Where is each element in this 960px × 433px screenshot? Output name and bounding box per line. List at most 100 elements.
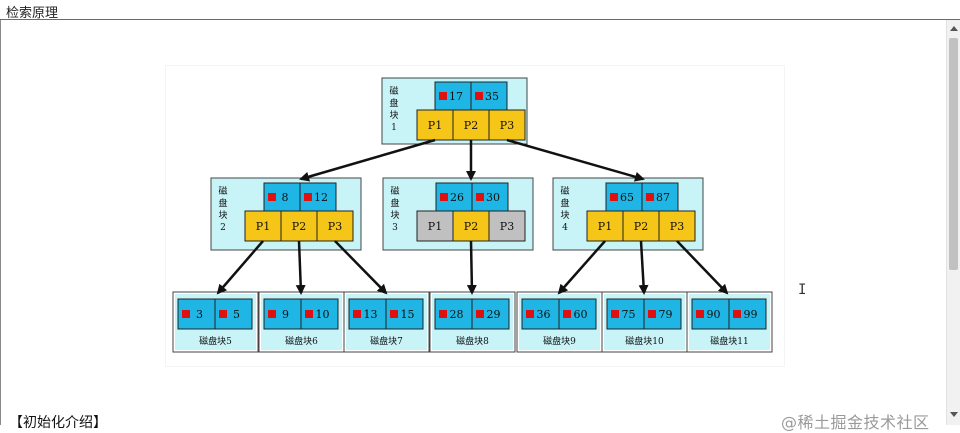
mid1-arrow-2 xyxy=(295,240,306,295)
arrow-down-icon[interactable] xyxy=(950,412,958,417)
root-key-2-marker xyxy=(475,92,483,100)
root-key-2-value: 35 xyxy=(485,90,499,103)
leaf-3-key-1-marker xyxy=(353,310,361,318)
middle-disk-label-3-char: 磁 xyxy=(560,185,569,197)
window-title: 检索原理 xyxy=(6,6,59,21)
section-heading: 【初始化介绍】 xyxy=(9,415,107,431)
leaf-2-key-1 xyxy=(263,298,302,330)
middle-2-pointer-3 xyxy=(488,210,526,242)
vertical-scrollbar[interactable] xyxy=(946,20,960,425)
title-bar: 检索原理 xyxy=(0,0,960,21)
middle-2-pointer-2 xyxy=(452,210,490,242)
middle-3-pointer-1 xyxy=(586,210,624,242)
middle-disk-label-1-char: 磁 xyxy=(218,185,227,197)
leaf-5-key-1 xyxy=(521,298,560,330)
middle-2-pointer-1 xyxy=(416,210,454,242)
mid1-arrow-3 xyxy=(334,240,388,295)
leaf-disk-label-4: 磁盘块8 xyxy=(456,335,489,347)
middle-disk-label-3-char: 4 xyxy=(562,223,568,233)
leaf-6-key-1-marker xyxy=(611,310,619,318)
leaf-disk-label-5: 磁盘块9 xyxy=(543,335,576,347)
middle-3-pointer-1-label: P1 xyxy=(598,220,612,233)
middle-3-pointer-2-label: P2 xyxy=(634,220,648,233)
leaf-5-key-1-value: 36 xyxy=(537,308,551,321)
leaf-6-key-1-value: 75 xyxy=(622,308,636,321)
leaf-4-key-1-value: 28 xyxy=(450,308,464,321)
leaf-1-key-1-value: 3 xyxy=(196,308,203,321)
middle-1-pointer-2-label: P2 xyxy=(292,220,306,233)
leaf-5-key-2 xyxy=(558,298,597,330)
leaf-3-key-2-value: 15 xyxy=(401,308,415,321)
middle-3-pointer-2 xyxy=(622,210,660,242)
middle-disk-label-2-char: 块 xyxy=(390,209,399,221)
mid3-arrow-1 xyxy=(557,240,606,295)
leaf-6-key-2-marker xyxy=(648,310,656,318)
text-cursor-icon: I xyxy=(798,282,807,298)
leaf-4-key-2-marker xyxy=(476,310,484,318)
leaf-1-key-2-marker xyxy=(219,310,227,318)
root-pointer-3-label: P3 xyxy=(500,119,514,132)
middle-3-key-2-marker xyxy=(646,193,654,201)
leaf-4-key-2-value: 29 xyxy=(487,308,501,321)
middle-disk-label-1-char: 块 xyxy=(218,209,227,221)
mid3-arrow-2 xyxy=(638,240,649,295)
leaf-1-key-1-marker xyxy=(182,310,190,318)
leaf-5-key-2-value: 60 xyxy=(574,308,588,321)
leaf-disk-label-2: 磁盘块6 xyxy=(285,335,318,347)
middle-1-key-1-value: 8 xyxy=(282,191,289,204)
root-pointer-2-label: P2 xyxy=(464,119,478,132)
leaf-4-key-1-marker xyxy=(439,310,447,318)
middle-2-pointer-1-label: P1 xyxy=(428,220,442,233)
middle-2-key-2-marker xyxy=(476,193,484,201)
root-disk-label-char: 块 xyxy=(389,109,398,121)
middle-1-key-2-value: 12 xyxy=(314,191,328,204)
leaf-disk-label-1: 磁盘块5 xyxy=(199,335,232,347)
leaf-1-key-2-value: 5 xyxy=(233,308,240,321)
middle-disk-label-1-char: 2 xyxy=(220,223,226,233)
root-disk-label-char: 盘 xyxy=(389,97,398,109)
mid3-arrow-3 xyxy=(676,240,729,295)
middle-2-key-1-value: 26 xyxy=(450,191,464,204)
middle-1-key-1-marker xyxy=(268,193,276,201)
middle-2-key-2-value: 30 xyxy=(486,191,500,204)
leaf-disk-label-3: 磁盘块7 xyxy=(370,335,403,347)
root-disk-label-char: 磁 xyxy=(389,85,398,97)
root-pointer-1-label: P1 xyxy=(428,119,442,132)
middle-2-pointer-3-label: P3 xyxy=(500,220,514,233)
middle-3-pointer-3 xyxy=(658,210,696,242)
leaf-7-key-1-marker xyxy=(696,310,704,318)
arrow-up-icon[interactable] xyxy=(950,26,958,31)
middle-disk-label-1-char: 盘 xyxy=(218,197,227,209)
leaf-7-key-1-value: 90 xyxy=(707,308,721,321)
middle-2-key-1-marker xyxy=(440,193,448,201)
leaf-disk-label-7: 磁盘块11 xyxy=(710,335,748,347)
leaf-7-key-2-value: 99 xyxy=(744,308,758,321)
root-key-1-marker xyxy=(439,92,447,100)
leaf-2-key-2-marker xyxy=(305,310,313,318)
leaf-2-key-1-value: 9 xyxy=(282,308,289,321)
watermark: @稀土掘金技术社区 xyxy=(781,413,930,432)
mid2-arrow-2 xyxy=(466,240,477,295)
leaf-disk-label-6: 磁盘块10 xyxy=(625,335,664,347)
middle-disk-label-2-char: 盘 xyxy=(390,197,399,209)
root-pointer-3 xyxy=(488,109,526,141)
scrollbar-thumb[interactable] xyxy=(949,38,958,270)
middle-3-key-1-value: 65 xyxy=(620,191,634,204)
leaf-2-key-2-value: 10 xyxy=(316,308,330,321)
leaf-7-key-2-marker xyxy=(733,310,741,318)
middle-3-key-2-value: 87 xyxy=(656,191,670,204)
root-disk-label-char: 1 xyxy=(391,123,397,133)
mid1-arrow-1 xyxy=(216,240,264,295)
leaf-3-key-1-value: 13 xyxy=(364,308,378,321)
middle-disk-label-3-char: 块 xyxy=(560,209,569,221)
root-arrow-1 xyxy=(299,138,436,182)
middle-3-pointer-3-label: P3 xyxy=(670,220,684,233)
middle-1-key-2-marker xyxy=(304,193,312,201)
middle-2-pointer-2-label: P2 xyxy=(464,220,478,233)
middle-disk-label-2-char: 磁 xyxy=(390,185,399,197)
middle-1-pointer-1-label: P1 xyxy=(256,220,270,233)
leaf-2-key-1-marker xyxy=(268,310,276,318)
